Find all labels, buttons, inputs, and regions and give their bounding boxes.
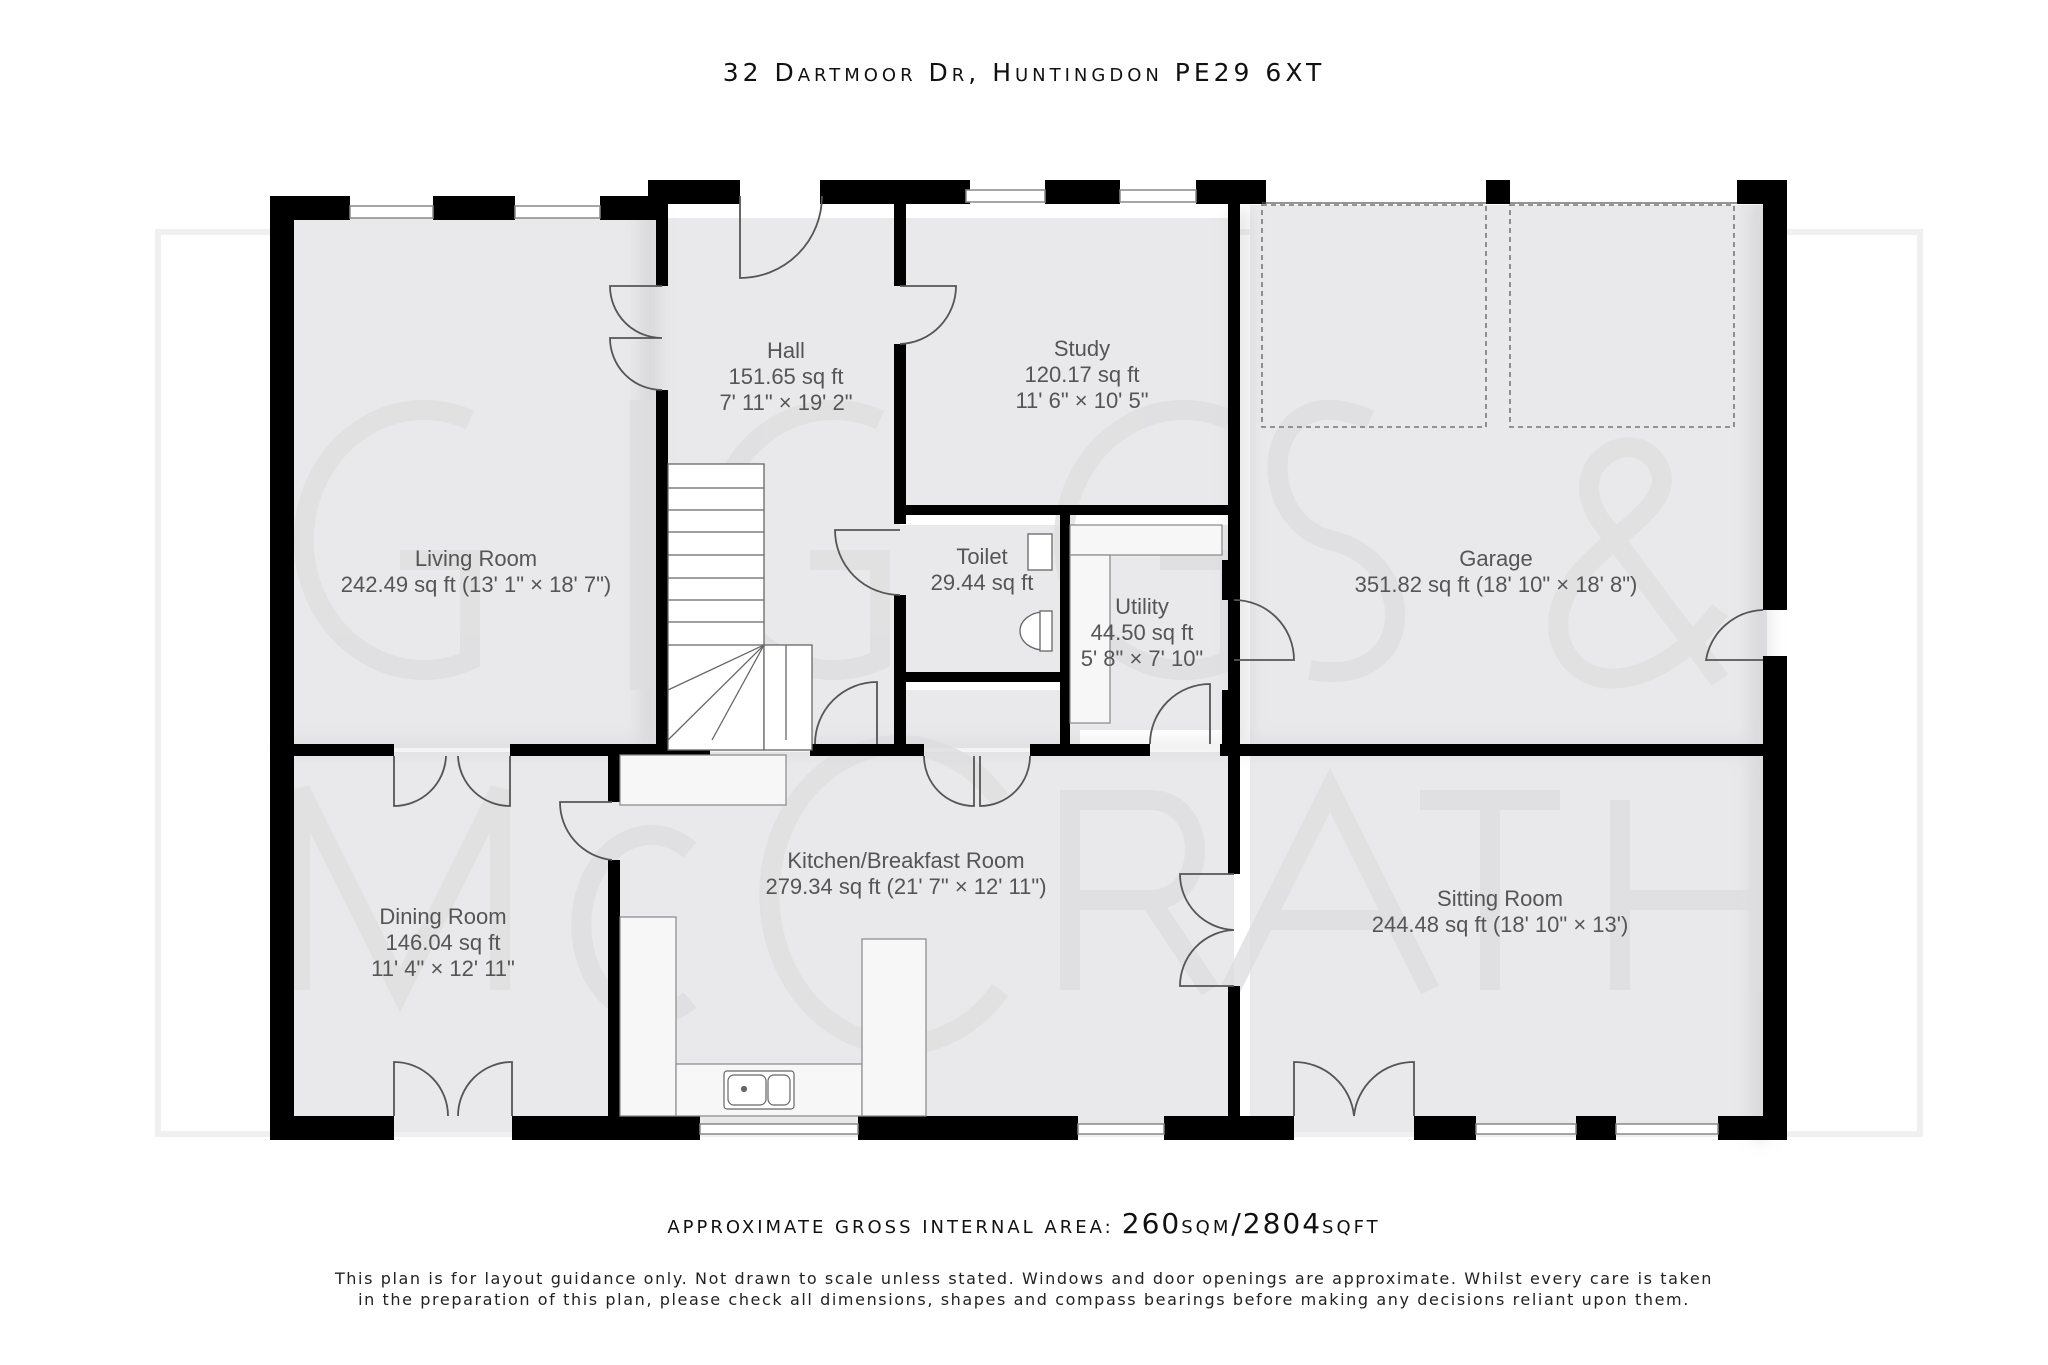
- kitchen-sink-icon: [723, 1070, 795, 1110]
- watermark-text: [290, 399, 1770, 1055]
- room-dining-room: Dining Room 146.04 sq ft 11' 4" × 12' 11…: [371, 904, 515, 982]
- staircase: [667, 463, 813, 751]
- room-sitting-room: Sitting Room 244.48 sq ft (18' 10" × 13'…: [1372, 886, 1629, 938]
- area-sqft-value: 2804: [1242, 1207, 1323, 1240]
- room-toilet: Toilet 29.44 sq ft: [931, 544, 1034, 596]
- room-name: Sitting Room: [1437, 886, 1563, 911]
- room-name: Kitchen/Breakfast Room: [787, 848, 1025, 873]
- room-name: Dining Room: [379, 904, 507, 929]
- area-separator: /: [1231, 1207, 1243, 1240]
- room-dims: 5' 8" × 7' 10": [1080, 646, 1204, 671]
- room-area: 151.65 sq ft: [728, 364, 844, 389]
- disclaimer-line-1: This plan is for layout guidance only. N…: [334, 1269, 1714, 1288]
- door-swings: [393, 195, 1764, 1117]
- area-sqm-value: 260: [1121, 1207, 1182, 1240]
- room-kitchen-breakfast: Kitchen/Breakfast Room 279.34 sq ft (21'…: [765, 848, 1046, 900]
- room-area: 29.44 sq ft: [930, 570, 1034, 595]
- area-sqm-unit: sqm: [1181, 1217, 1232, 1238]
- toilet-fixtures: [1019, 533, 1053, 652]
- room-name: Garage: [1459, 546, 1533, 571]
- walls: [270, 180, 1787, 1140]
- room-area: 146.04 sq ft: [385, 930, 501, 955]
- property-address: 32 Dartmoor Dr, Huntingdon PE29 6XT: [722, 58, 1326, 87]
- room-utility: Utility 44.50 sq ft 5' 8" × 7' 10": [1081, 594, 1204, 672]
- room-name: Toilet: [956, 544, 1008, 569]
- windows: [349, 189, 1719, 1135]
- kitchen-units: [619, 754, 927, 1117]
- room-name: Study: [1053, 336, 1111, 361]
- utility-worktops: [1069, 524, 1223, 724]
- room-dims: 11' 6" × 10' 5": [1015, 388, 1149, 413]
- disclaimer: This plan is for layout guidance only. N…: [0, 1268, 2048, 1310]
- room-name: Utility: [1115, 594, 1169, 619]
- room-dims: 7' 11" × 19' 2": [719, 390, 853, 415]
- room-living-room: Living Room 242.49 sq ft (13' 1" × 18' 7…: [341, 546, 611, 598]
- room-area: 242.49 sq ft (13' 1" × 18' 7"): [340, 572, 612, 597]
- room-area: 279.34 sq ft (21' 7" × 12' 11"): [765, 874, 1047, 899]
- room-study: Study 120.17 sq ft 11' 6" × 10' 5": [1015, 336, 1148, 414]
- room-garage: Garage 351.82 sq ft (18' 10" × 18' 8"): [1355, 546, 1638, 598]
- room-name: Hall: [767, 338, 805, 363]
- disclaimer-line-2: in the preparation of this plan, please …: [358, 1290, 1690, 1309]
- room-area: 351.82 sq ft (18' 10" × 18' 8"): [1354, 572, 1638, 597]
- room-area: 44.50 sq ft: [1090, 620, 1194, 645]
- room-dims: 11' 4" × 12' 11": [371, 956, 515, 981]
- room-name: Living Room: [414, 546, 538, 571]
- room-area: 120.17 sq ft: [1024, 362, 1140, 387]
- room-hall: Hall 151.65 sq ft 7' 11" × 19' 2": [719, 338, 852, 416]
- garage-door-outlines: [1261, 204, 1735, 428]
- room-area: 244.48 sq ft (18' 10" × 13'): [1371, 912, 1629, 937]
